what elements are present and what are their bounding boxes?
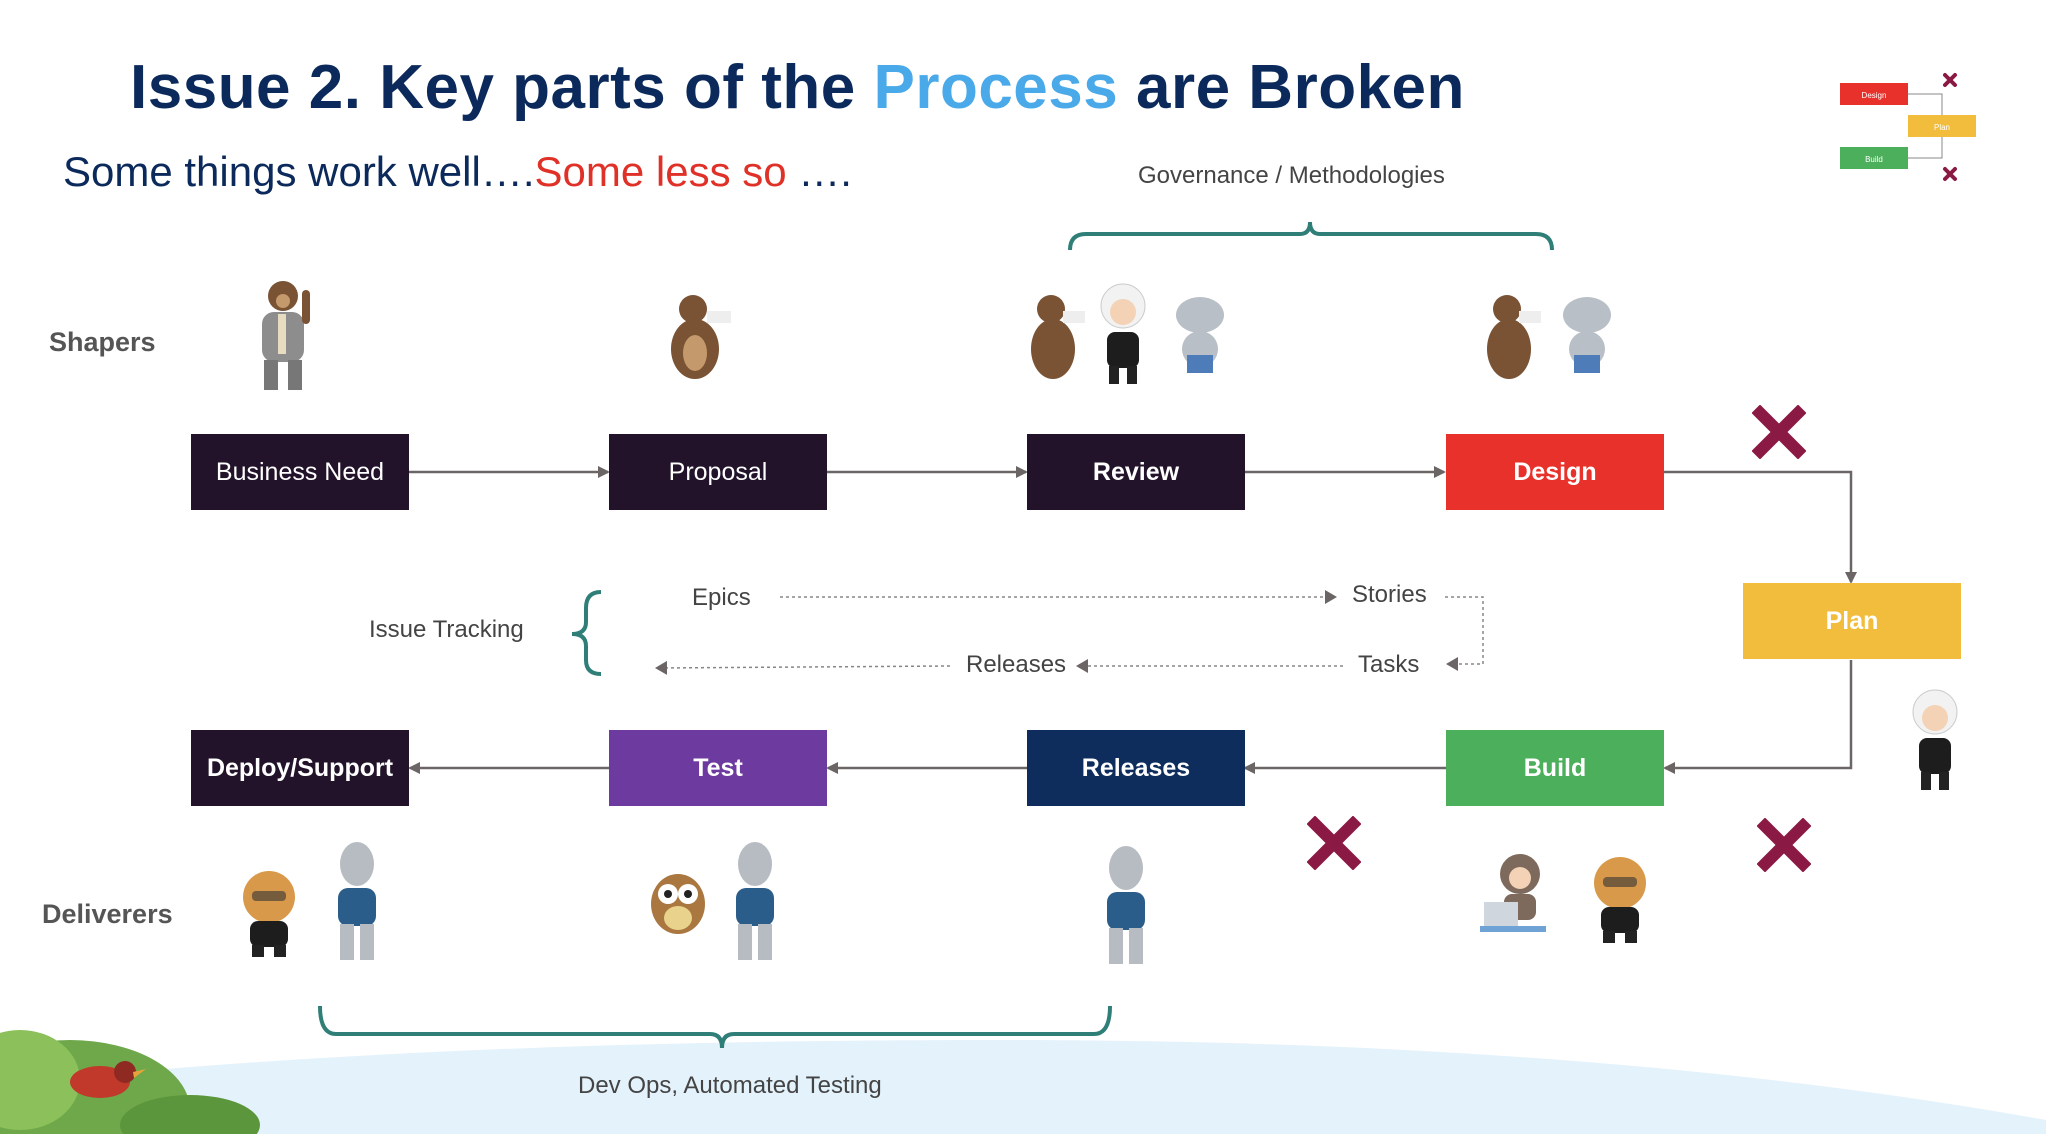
mini-flow-legend: Design Plan Build — [1840, 73, 1976, 181]
broken-cross-icon — [1307, 816, 1361, 870]
step-proposal-label: Proposal — [668, 457, 768, 486]
wolf-mascot-icon — [338, 842, 376, 960]
step-releases[interactable]: Releases — [1027, 730, 1245, 806]
step-test[interactable]: Test — [609, 730, 827, 806]
step-test-label: Test — [693, 753, 743, 782]
codey-bear-mascot-icon — [243, 871, 295, 957]
releases-tracking-label: Releases — [966, 651, 1067, 678]
epics-label: Epics — [692, 584, 751, 611]
page-subtitle: Some things work well….Some less so …. — [63, 148, 852, 195]
issue-tracking-label: Issue Tracking — [369, 616, 524, 643]
mini-legend-design: Design — [1862, 91, 1887, 100]
step-plan[interactable]: Plan — [1743, 583, 1961, 659]
step-business-need[interactable]: Business Need — [191, 434, 409, 510]
step-releases-label: Releases — [1081, 753, 1191, 782]
elephant-mascot-icon — [1176, 297, 1224, 373]
stories-label: Stories — [1352, 581, 1427, 608]
step-design-label: Design — [1513, 457, 1597, 486]
bear-mascot-icon — [671, 295, 731, 379]
shapers-label: Shapers — [49, 327, 156, 357]
step-business-need-label: Business Need — [215, 457, 385, 486]
governance-label: Governance / Methodologies — [1138, 162, 1445, 189]
step-deploy-support-label: Deploy/Support — [206, 753, 394, 782]
mini-legend-build: Build — [1865, 155, 1883, 164]
astro-mascot-icon — [1480, 854, 1546, 932]
devops-label: Dev Ops, Automated Testing — [578, 1072, 882, 1099]
step-proposal[interactable]: Proposal — [609, 434, 827, 510]
step-build[interactable]: Build — [1446, 730, 1664, 806]
codey-bear-mascot-icon — [1594, 857, 1646, 943]
wolf-mascot-icon — [1107, 846, 1145, 964]
tasks-label: Tasks — [1358, 651, 1420, 678]
page-title: Issue 2. Key parts of the Process are Br… — [130, 53, 1465, 122]
step-plan-label: Plan — [1825, 606, 1879, 635]
deliverers-label: Deliverers — [42, 899, 173, 929]
step-design[interactable]: Design — [1446, 434, 1664, 510]
owl-mascot-icon — [651, 874, 705, 934]
bear-mascot-icon — [1031, 295, 1085, 379]
broken-cross-icon — [1752, 405, 1806, 459]
mini-legend-plan: Plan — [1934, 123, 1950, 132]
einstein-mascot-icon — [1912, 689, 1958, 790]
bear-mascot-icon — [262, 281, 310, 390]
step-review-label: Review — [1092, 457, 1180, 486]
einstein-mascot-icon — [1100, 283, 1146, 384]
broken-cross-icon — [1757, 818, 1811, 872]
step-build-label: Build — [1523, 753, 1587, 782]
bear-mascot-icon — [1487, 295, 1541, 379]
wolf-mascot-icon — [736, 842, 774, 960]
elephant-mascot-icon — [1563, 297, 1611, 373]
step-deploy-support[interactable]: Deploy/Support — [191, 730, 409, 806]
step-review[interactable]: Review — [1027, 434, 1245, 510]
